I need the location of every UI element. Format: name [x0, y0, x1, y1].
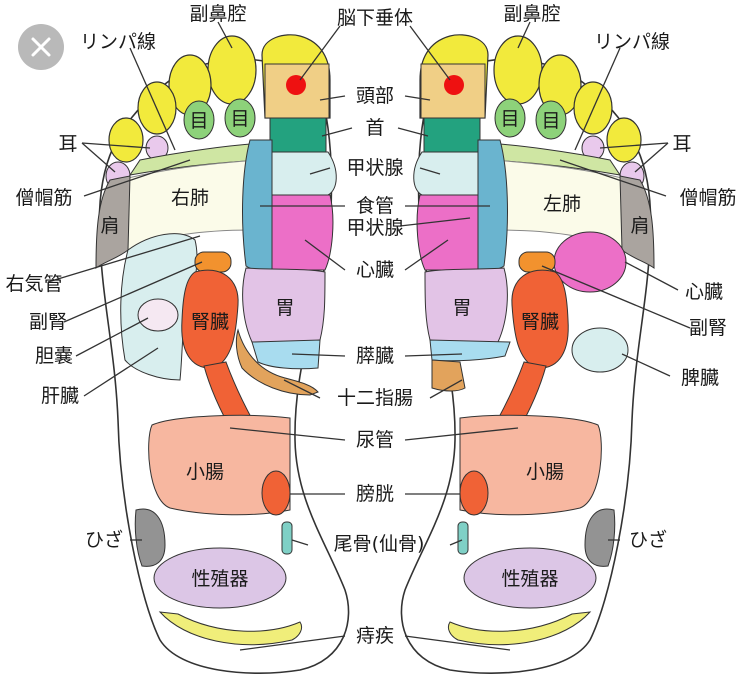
left-coccyx-zone — [281, 521, 293, 555]
label-thyroid: 甲状腺 — [346, 157, 403, 179]
right-pituitary-dot — [444, 75, 464, 95]
label-adrenal-right: 副腎 — [689, 317, 727, 339]
label-shoulder-left: 肩 — [100, 215, 119, 237]
right-coccyx-zone — [457, 521, 469, 555]
close-button[interactable] — [18, 24, 64, 70]
right-genitals-zone — [463, 547, 597, 609]
right-thyroid-zone — [413, 151, 479, 196]
right-foot — [400, 34, 655, 674]
right-toe-5 — [606, 117, 642, 163]
right-eye-zone-1 — [535, 100, 567, 140]
label-eye-left-1: 目 — [189, 110, 208, 132]
label-nose-sinus-right: 副鼻腔 — [503, 3, 560, 25]
label-genitals-right: 性殖器 — [501, 568, 558, 590]
left-foot — [95, 34, 350, 674]
label-head: 頭部 — [356, 85, 394, 107]
left-hemorrhoid-zone — [158, 611, 303, 646]
right-bladder-zone — [459, 470, 489, 516]
label-right-lung: 右肺 — [171, 187, 209, 209]
label-small-intestine-left: 小腸 — [186, 461, 224, 483]
left-toe-2 — [207, 35, 257, 105]
right-small-intestine-zone — [459, 414, 602, 516]
label-coccyx: 尾骨(仙骨) — [334, 533, 425, 555]
left-small-intestine-zone — [148, 414, 291, 516]
right-knee-zone — [584, 508, 616, 567]
label-neck: 首 — [365, 117, 384, 139]
label-pancreas: 膵臓 — [356, 345, 394, 367]
label-adrenal-left: 副腎 — [29, 311, 67, 333]
label-spleen: 脾臓 — [681, 367, 719, 389]
label-trapezius-left: 僧帽筋 — [15, 187, 72, 209]
leader-lines — [47, 21, 691, 651]
close-icon — [31, 37, 51, 57]
label-eye-right-1: 目 — [500, 108, 519, 130]
left-neck-zone — [269, 117, 327, 157]
label-esophagus: 食管 — [356, 195, 394, 217]
left-toe-5 — [108, 117, 144, 163]
label-nose-sinus-left: 副鼻腔 — [189, 3, 246, 25]
right-heart-zone — [553, 231, 627, 293]
label-stomach-right: 胃 — [452, 297, 471, 319]
left-pancreas-zone — [251, 339, 321, 370]
left-eye-zone-2 — [224, 98, 256, 138]
right-spleen-zone — [571, 327, 629, 373]
label-heart-right: 心臓 — [685, 281, 723, 303]
label-knee-right: ひざ — [629, 528, 667, 551]
left-pituitary-dot — [286, 75, 306, 95]
left-knee-zone — [134, 508, 166, 567]
label-gallbladder: 胆嚢 — [35, 345, 73, 367]
label-hemorrhoids: 痔疾 — [356, 625, 394, 647]
left-eye-zone-1 — [183, 100, 215, 140]
label-liver: 肝臓 — [41, 385, 79, 407]
label-ear-right: 耳 — [672, 133, 691, 155]
label-ear-left: 耳 — [58, 133, 77, 155]
label-genitals-left: 性殖器 — [191, 568, 248, 590]
right-pancreas-zone — [429, 339, 511, 362]
label-shoulder-right: 肩 — [630, 215, 649, 237]
left-gallbladder-zone — [137, 298, 179, 332]
right-duodenum-zone — [431, 359, 466, 392]
label-kidney-left: 腎臓 — [191, 311, 229, 333]
right-neck-zone — [423, 117, 481, 157]
label-small-intestine-right: 小腸 — [526, 461, 564, 483]
left-duodenum-zone — [235, 328, 319, 396]
label-heart: 心臓 — [356, 259, 394, 281]
left-bladder-zone — [261, 470, 291, 516]
label-eye-left-2: 目 — [230, 108, 249, 130]
left-heart-zone — [271, 194, 334, 271]
label-kidney-right: 腎臓 — [521, 311, 559, 333]
label-right-bronchus: 右気管 — [5, 273, 62, 295]
label-ureter: 尿管 — [356, 429, 394, 451]
labels: 脳下垂体 副鼻腔 副鼻腔 リンパ線 リンパ線 頭部 目 目 目 目 耳 耳 首 … — [5, 3, 736, 647]
label-left-lung: 左肺 — [543, 193, 581, 215]
right-shoulder-zone — [619, 175, 655, 269]
label-eye-right-2: 目 — [541, 110, 560, 132]
label-knee-left: ひざ — [85, 528, 123, 551]
label-lymph-right: リンパ線 — [594, 31, 670, 53]
label-duodenum: 十二指腸 — [337, 387, 413, 409]
right-hemorrhoid-zone — [447, 611, 592, 646]
label-trapezius-right: 僧帽筋 — [679, 187, 736, 209]
left-thyroid-zone — [271, 151, 337, 196]
right-eye-zone-2 — [494, 98, 526, 138]
label-bladder: 膀胱 — [356, 483, 394, 505]
right-toe-2 — [493, 35, 543, 105]
label-thyroid-2: 甲状腺 — [346, 217, 403, 239]
left-genitals-zone — [153, 547, 287, 609]
label-pituitary: 脳下垂体 — [337, 7, 413, 29]
label-lymph-left: リンパ線 — [80, 31, 156, 53]
label-stomach-left: 胃 — [275, 297, 294, 319]
